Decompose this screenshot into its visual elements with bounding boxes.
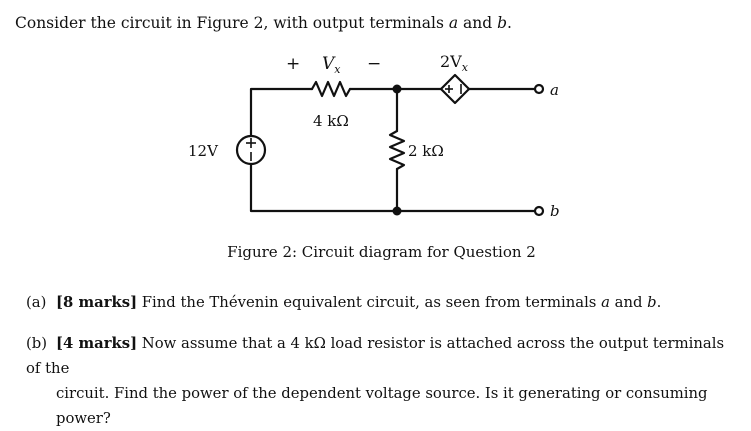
question-b-line2: circuit. Find the power of the dependent… [56, 385, 708, 427]
circuit-diagram: + Vx − 2Vx 4 kΩ 2 kΩ 12V a b [188, 52, 560, 220]
question-b: (b) [4 marks] Now assume that a 4 kΩ load… [26, 331, 741, 431]
intro-sentence: Consider the circuit in Figure 2, with o… [15, 14, 512, 32]
intro-var-b: b [497, 14, 508, 32]
terminal-b-label: b [550, 202, 560, 220]
terminal-a-circle [533, 83, 545, 95]
question-b-label: (b) [26, 335, 48, 352]
wire-bottom [249, 162, 537, 213]
question-a-text-mid: and [609, 294, 648, 311]
question-a-label: (a) [26, 294, 47, 311]
intro-and: and [458, 14, 498, 32]
vx-plus-sign: + [286, 54, 300, 74]
resistor-2k-label: 2 kΩ [408, 142, 444, 160]
dependent-source-label: 2Vx [440, 52, 469, 74]
figure-caption: Figure 2: Circuit diagram for Question 2 [227, 243, 536, 261]
question-a-text-before: Find the Thévenin equivalent circuit, as… [137, 294, 602, 311]
question-a-var-b: b [647, 294, 657, 311]
question-a: (a) [8 marks] Find the Thévenin equivalen… [26, 290, 741, 315]
vx-label: Vx [322, 54, 341, 76]
resistor-4k [310, 80, 352, 98]
intro-period: . [507, 14, 512, 32]
voltage-source-label: 12V [188, 142, 219, 160]
question-b-line1: Now assume that a 4 kΩ load resistor is … [26, 335, 725, 377]
resistor-4k-label: 4 kΩ [313, 112, 349, 130]
source-polarity-marks [246, 138, 256, 161]
intro-text: Consider the circuit in Figure 2, with o… [15, 14, 449, 32]
resistor-2k [388, 129, 406, 171]
terminal-a-label: a [550, 81, 559, 99]
vx-minus-sign: − [367, 54, 381, 74]
terminal-b-circle [533, 205, 545, 217]
question-b-marks: [4 marks] [56, 335, 138, 352]
voltage-source-12v [235, 134, 267, 166]
question-a-marks: [8 marks] [56, 294, 138, 311]
node-top-junction [392, 84, 402, 94]
node-bottom-junction [392, 206, 402, 216]
question-a-var-a: a [601, 294, 610, 311]
wire-left-top [249, 87, 314, 138]
dependent-source-polarity-marks [445, 84, 462, 94]
question-a-text-after: . [656, 294, 662, 311]
intro-var-a: a [448, 14, 459, 32]
